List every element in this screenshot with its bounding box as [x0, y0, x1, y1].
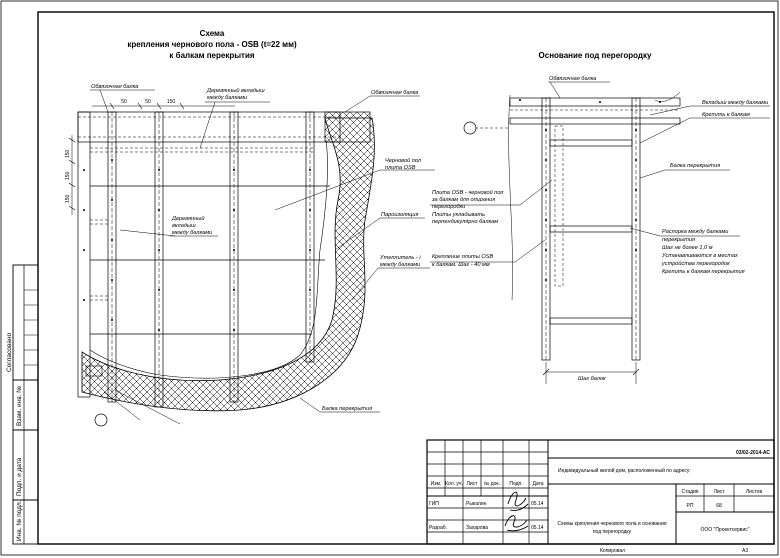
vapor-line	[89, 139, 328, 379]
left-title-line-1: Схема	[200, 29, 225, 38]
label-floor-1: Черновой пол	[385, 157, 422, 164]
label-r-strut-3: Шаг не более 1,0 м	[662, 245, 713, 251]
label-r-osb-5: перпендикулярно балкам	[432, 219, 498, 225]
tb-sheets-header: Листов	[746, 489, 763, 495]
right-labels: Обвязочная балка Вкладыш между балками К…	[431, 76, 768, 382]
tb-header-sign: Подп.	[509, 481, 522, 487]
tb-sheet-no: 68	[716, 503, 722, 509]
right-plan	[475, 91, 681, 384]
side-stamp: Согласовано Взам. инв. № Подп. и дата Ин…	[6, 264, 39, 545]
tb-header-izm: Изм.	[431, 481, 442, 487]
label-insert-left-2: вкладыш	[172, 223, 196, 229]
dim-top-1: 50	[121, 99, 127, 105]
left-binding-beam	[77, 111, 91, 398]
tb-name-dev: Захарова	[466, 525, 488, 531]
tb-stage: РП	[687, 503, 694, 509]
label-r-inserts-1: Вкладыш между балками	[702, 100, 768, 106]
label-r-strut-2: перекрытия	[662, 237, 695, 243]
left-title-line-2: крепления чернового пола - OSB (t=22 мм)	[127, 40, 297, 49]
section-marker	[94, 413, 108, 427]
label-r-strut-1: Распорка между балками	[662, 229, 728, 235]
left-dimensions: 50 50 150 150 150 150	[65, 99, 235, 215]
label-insert-left-3: между балками	[172, 230, 212, 236]
label-insert-top-1: Деревянный вкладыш	[206, 87, 265, 94]
label-vapor: Пароизоляция	[381, 212, 418, 218]
section-marker	[463, 121, 477, 135]
right-leaders	[430, 81, 770, 263]
dim-left-1: 150	[65, 149, 71, 158]
label-r-osb-1: Плита OSB - черновой пол	[432, 189, 504, 196]
tb-object: Индивидуальный жилой дом, расположенный …	[558, 467, 691, 474]
footer-format: А3	[742, 548, 748, 554]
title-block: Изм. Кол. уч. Лист № док. Подп. Дата ГИП…	[426, 439, 775, 545]
tb-header-kol: Кол. уч.	[445, 481, 463, 487]
tb-header-date: Дата	[532, 481, 543, 487]
label-r-strut-4: Устанавливаются в местах	[661, 253, 738, 259]
label-r-beam: Балка перекрытия	[670, 163, 720, 169]
label-r-obv: Обвязочная балка	[549, 76, 596, 82]
label-r-strut-6: Крепить к балкам перекрытия	[662, 269, 745, 275]
tb-name-gip: Рыкалин	[466, 501, 487, 507]
inv-replace-label: Взам. инв. №	[16, 386, 23, 426]
insulation-hatch	[81, 117, 375, 412]
tb-sheet-title-2: под перегородку	[593, 529, 632, 535]
tb-role-gip: ГИП	[429, 501, 439, 507]
footer-copied: Копировал	[600, 548, 625, 554]
label-floor-2: плита OSB	[385, 165, 416, 171]
label-obv-right: Обвязочная балка	[371, 90, 418, 96]
tb-stage-header: Стадия	[681, 489, 698, 495]
signature-gip	[507, 491, 529, 511]
label-obv-left: Обвязочная балка	[91, 84, 138, 90]
tb-sheet-header: Лист	[714, 489, 726, 495]
label-r-fix-1: Крепление плиты OSB	[432, 254, 493, 260]
label-r-fix-2: к балкам. Шаг - 40 мм	[432, 262, 490, 268]
tb-sheet-title-1: Схемы крепления чернового пола и основан…	[557, 521, 666, 527]
dim-left-3: 150	[65, 194, 71, 203]
right-title: Основание под перегородку	[539, 51, 652, 60]
wall-block	[324, 111, 371, 143]
dim-top-3: 150	[167, 99, 176, 105]
label-beam: Балка перекрытия	[322, 406, 372, 412]
label-insert-top-2: между балками	[207, 95, 247, 101]
sign-date-label: Подп. и дата	[16, 457, 23, 496]
inv-orig-label: Инв. № подл.	[16, 500, 23, 541]
label-r-osb-2: за балкам для опирания	[431, 197, 495, 203]
label-insert-left-1: Деревянный	[171, 215, 204, 222]
dim-top-2: 50	[145, 99, 151, 105]
agreed-label: Согласовано	[6, 333, 13, 372]
tb-date-dev: 05.14	[531, 525, 544, 531]
signature-dev	[504, 515, 529, 532]
left-plan	[77, 111, 477, 427]
dim-left-2: 150	[65, 171, 71, 180]
tb-date-gip: 05.14	[531, 501, 544, 507]
label-r-step: Шаг балок	[578, 376, 606, 382]
left-leaders	[90, 89, 435, 425]
label-r-osb-4: Плиты укладывать	[432, 212, 485, 218]
left-title-line-3: к балкам перекрытия	[169, 51, 254, 60]
label-r-strut-5: устройства перегородок	[661, 260, 730, 267]
tb-header-list: Лист	[467, 481, 479, 487]
left-labels: Обвязочная балка Деревянный вкладыш межд…	[91, 84, 422, 412]
tb-header-doc: № док.	[484, 481, 500, 487]
label-r-inserts-2: Крепить к балкам	[702, 112, 750, 118]
left-drawing-title: Схема крепления чернового пола - OSB (t=…	[127, 29, 297, 60]
tb-company: ООО "Проектсервис"	[700, 527, 749, 533]
label-insul-1: Утеплитель - i	[379, 255, 421, 261]
top-binding-beam	[77, 111, 341, 143]
label-insul-2: между балками	[380, 262, 420, 268]
label-r-osb-3: перегородки	[432, 204, 465, 210]
tb-role-dev: Разраб.	[429, 525, 447, 531]
tb-code: 03/02-2014-АС	[736, 450, 770, 456]
